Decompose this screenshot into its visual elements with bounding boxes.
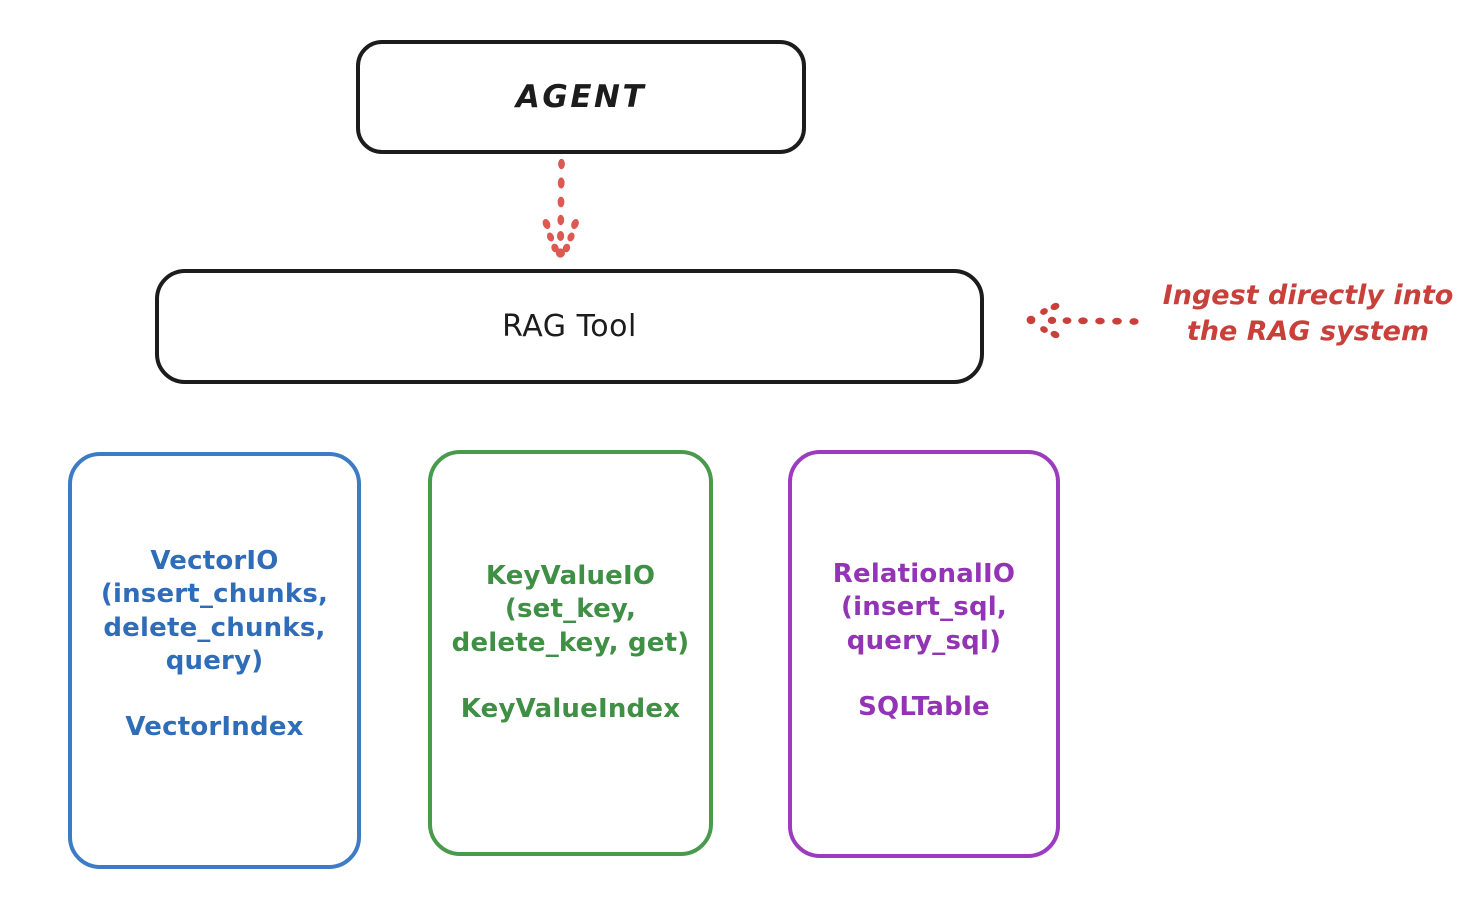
provider-vectorio-api: VectorIO (insert_chunks, delete_chunks, … xyxy=(100,545,329,676)
ingest-annotation-line-1: Ingest directly into xyxy=(1162,280,1454,311)
agent-to-rag-tool-arrow-icon xyxy=(516,158,606,270)
provider-vectorio-content: VectorIO (insert_chunks, delete_chunks, … xyxy=(101,545,328,742)
provider-keyvalueio-index: KeyValueIndex xyxy=(460,693,681,724)
provider-node-vectorio[interactable]: VectorIO (insert_chunks, delete_chunks, … xyxy=(68,452,361,869)
provider-vectorio-index: VectorIndex xyxy=(125,712,304,743)
agent-node-label: AGENT xyxy=(515,79,647,115)
provider-node-keyvalueio[interactable]: KeyValueIO (set_key, delete_key, get) Ke… xyxy=(428,450,713,856)
ingest-annotation-text: Ingest directly into the RAG system xyxy=(1143,278,1473,350)
rag-tool-node-label: RAG Tool xyxy=(502,309,637,344)
provider-keyvalueio-content: KeyValueIO (set_key, delete_key, get) Ke… xyxy=(452,560,690,724)
provider-keyvalueio-api: KeyValueIO (set_key, delete_key, get) xyxy=(451,561,690,658)
agent-node[interactable]: AGENT xyxy=(356,40,806,154)
provider-relationalio-content: RelationalIO (insert_sql, query_sql) SQL… xyxy=(833,558,1015,722)
provider-relationalio-index: SQLTable xyxy=(858,691,990,722)
rag-tool-node[interactable]: RAG Tool xyxy=(155,269,984,384)
ingest-annotation-line-2: the RAG system xyxy=(1186,316,1430,348)
provider-relationalio-api: RelationalIO (insert_sql, query_sql) xyxy=(832,559,1016,656)
provider-node-relationalio[interactable]: RelationalIO (insert_sql, query_sql) SQL… xyxy=(788,450,1060,858)
ingest-annotation-arrow-icon xyxy=(1022,296,1140,346)
